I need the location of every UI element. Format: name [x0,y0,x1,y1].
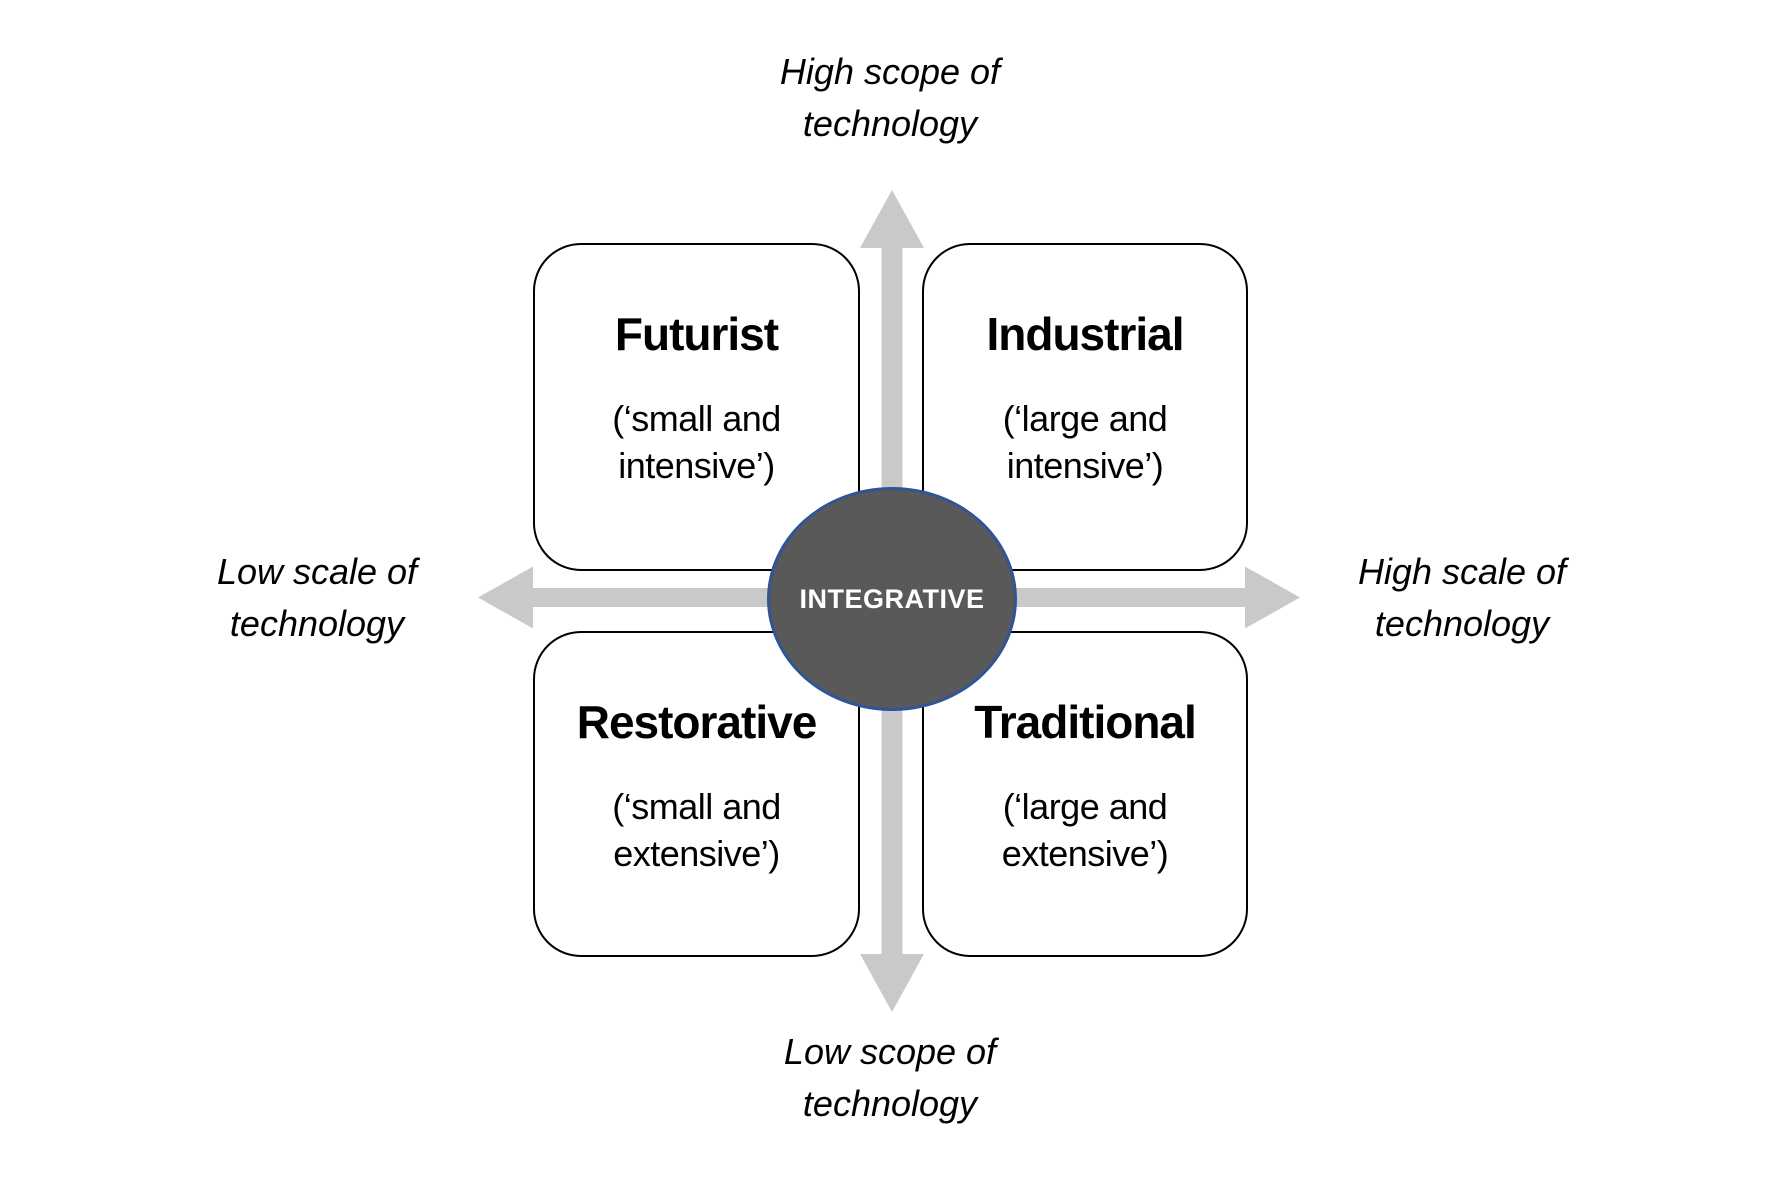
axis-label-line: High scale of [1357,551,1567,592]
axis-label-high-scale: High scale of technology [1212,546,1712,650]
integrative-circle: INTEGRATIVE [767,487,1017,711]
quadrant-subtitle: (‘large and extensive’) [924,783,1246,877]
quadrant-subtitle-line: (‘small and [612,786,781,827]
axis-label-low-scope: Low scope of technology [590,1026,1190,1130]
quadrant-subtitle-line: intensive’) [618,445,775,486]
quadrant-restorative: Restorative (‘small and extensive’) [533,631,860,957]
quadrant-subtitle: (‘small and intensive’) [535,395,858,489]
axis-label-line: Low scale of [216,551,418,592]
quadrant-subtitle-line: (‘small and [612,398,781,439]
quadrant-subtitle-line: intensive’) [1006,445,1164,486]
quadrant-subtitle-line: (‘large and [1002,786,1168,827]
quadrant-title: Traditional [974,696,1197,748]
quadrant-title: Futurist [614,308,779,360]
quadrant-subtitle-line: (‘large and [1002,398,1168,439]
quadrant-title: Industrial [986,308,1184,360]
axis-label-line: technology [1374,603,1550,644]
quadrant-traditional: Traditional (‘large and extensive’) [922,631,1248,957]
axis-label-line: High scope of [779,51,1001,92]
axis-label-low-scale: Low scale of technology [67,546,567,650]
axis-label-line: technology [229,603,405,644]
quadrant-subtitle-line: extensive’) [613,833,780,874]
axis-label-line: technology [802,103,978,144]
quadrant-subtitle: (‘large and intensive’) [924,395,1246,489]
quadrant-title: Restorative [576,696,818,748]
quadrant-subtitle: (‘small and extensive’) [535,783,858,877]
axis-label-high-scope: High scope of technology [590,46,1190,150]
quadrant-futurist: Futurist (‘small and intensive’) [533,243,860,571]
axis-label-line: Low scope of [783,1031,997,1072]
axis-label-line: technology [802,1083,978,1124]
integrative-label: INTEGRATIVE [799,583,985,614]
quadrant-subtitle-line: extensive’) [1001,833,1169,874]
